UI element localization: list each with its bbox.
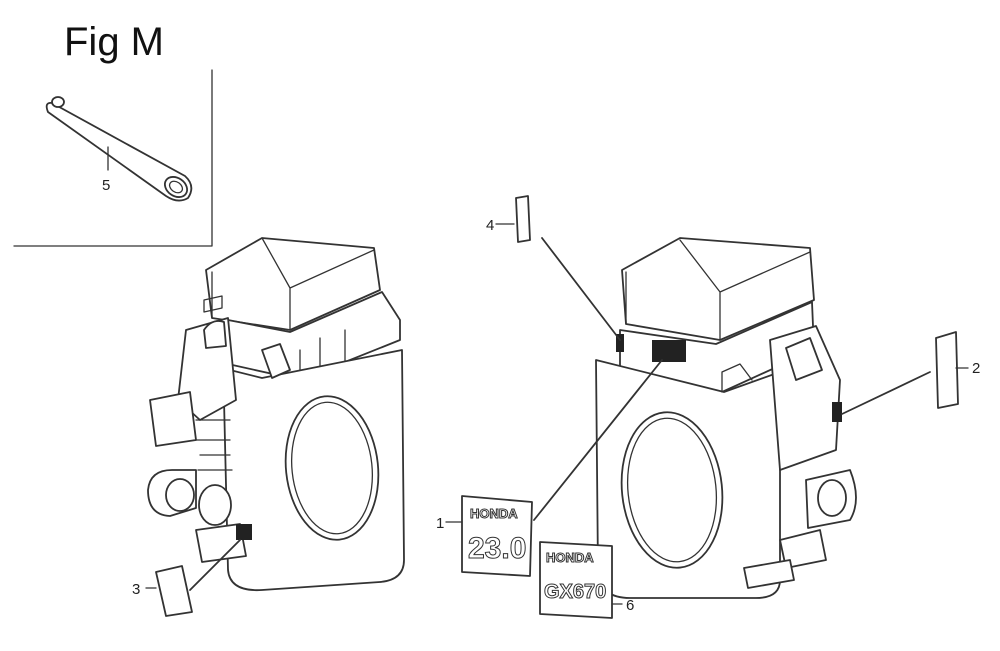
label-4-position bbox=[616, 334, 624, 352]
part-3-label bbox=[155, 565, 193, 617]
label-3-position bbox=[236, 524, 252, 540]
callout-3: 3 bbox=[132, 581, 140, 598]
modelplate-brand-text: HONDA bbox=[546, 550, 594, 565]
label-2-position bbox=[832, 402, 842, 422]
part-2-label bbox=[935, 331, 959, 409]
modelplate-model-text: GX670 bbox=[544, 581, 606, 603]
engine-right bbox=[595, 237, 857, 599]
leader-lines bbox=[145, 223, 969, 605]
callout-1: 1 bbox=[436, 515, 444, 532]
nameplate-brand-text: HONDA bbox=[470, 506, 518, 521]
part-4-label bbox=[515, 195, 531, 243]
part-1-nameplate: HONDA 23.0 bbox=[461, 495, 533, 577]
part-6-modelplate: HONDA GX670 bbox=[539, 541, 613, 619]
part-5-tube bbox=[45, 96, 193, 202]
nameplate-model-text: 23.0 bbox=[468, 532, 526, 565]
callout-5: 5 bbox=[102, 177, 110, 194]
nameplate-position bbox=[652, 340, 686, 362]
inset-frame bbox=[13, 69, 213, 247]
callout-4: 4 bbox=[486, 217, 494, 234]
callout-2: 2 bbox=[972, 360, 980, 377]
figure-title: Fig M bbox=[64, 20, 164, 64]
callout-6: 6 bbox=[626, 597, 634, 614]
engine-left bbox=[147, 237, 405, 592]
